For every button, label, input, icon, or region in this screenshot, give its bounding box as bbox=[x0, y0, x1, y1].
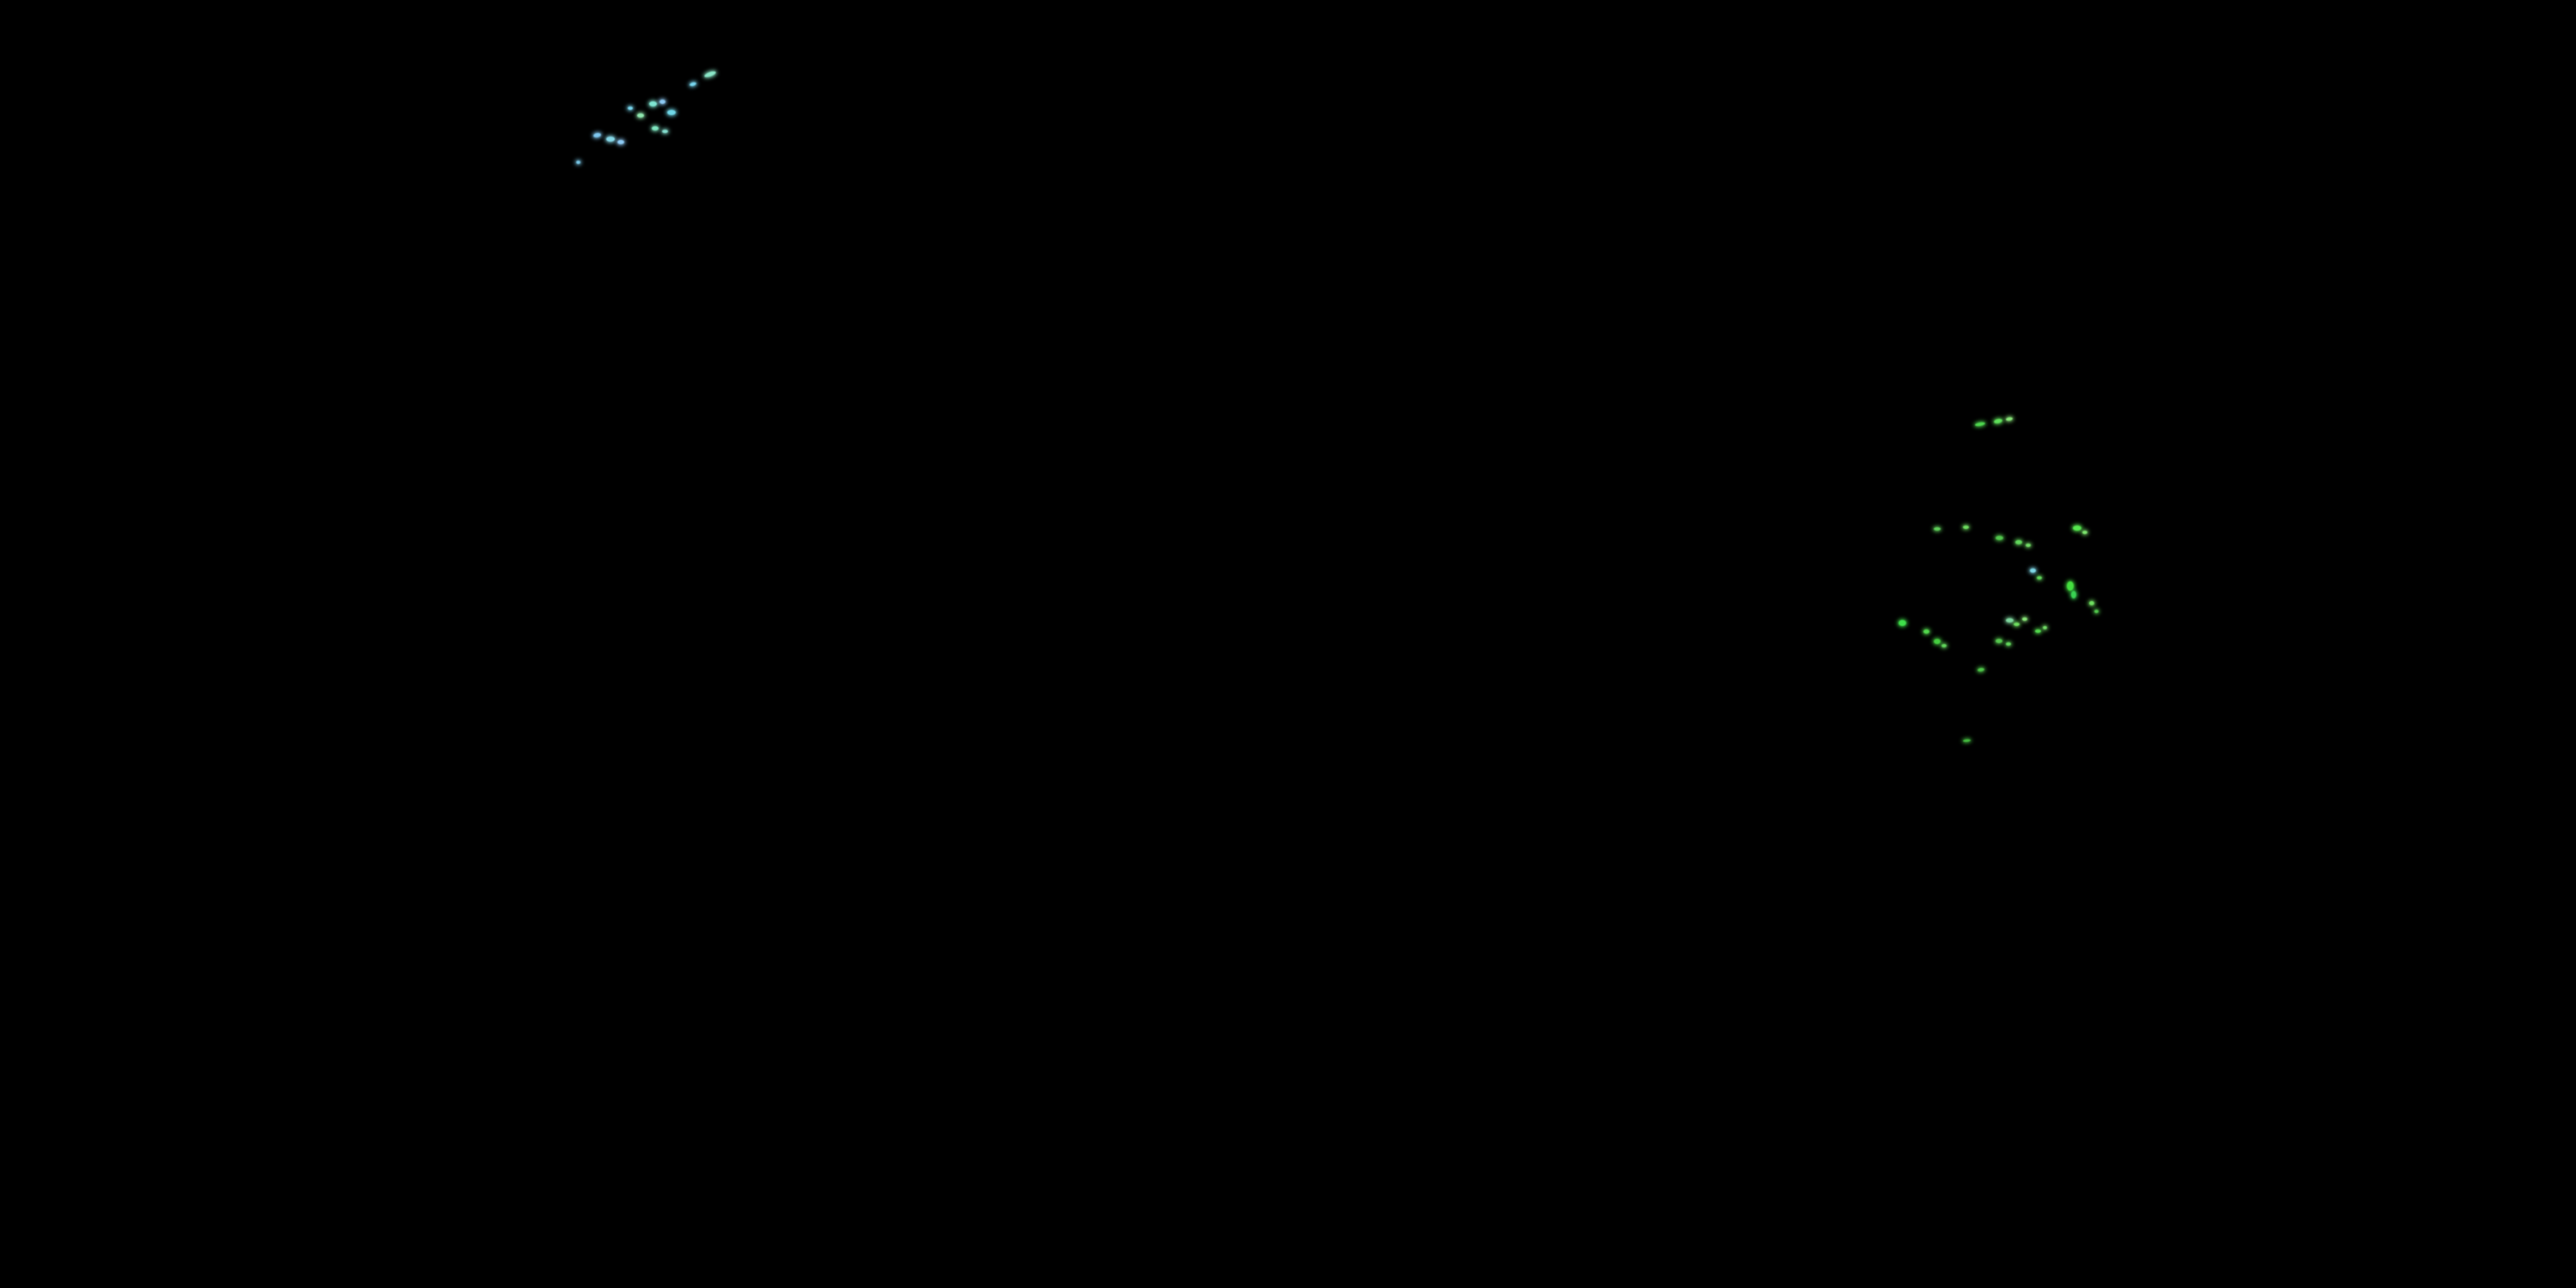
light-speck bbox=[1934, 527, 1941, 531]
light-speck bbox=[1977, 667, 1985, 672]
light-speck bbox=[2030, 568, 2036, 573]
light-speck bbox=[2005, 416, 2014, 422]
light-speck bbox=[1996, 639, 2002, 643]
light-speck bbox=[2006, 642, 2011, 646]
light-speck bbox=[2022, 617, 2027, 621]
light-speck bbox=[592, 132, 602, 138]
light-speck bbox=[703, 70, 717, 79]
light-speck bbox=[2067, 581, 2074, 591]
light-speck bbox=[662, 130, 668, 133]
light-speck bbox=[637, 113, 644, 118]
light-speck bbox=[2014, 623, 2020, 626]
light-speck bbox=[628, 106, 633, 110]
light-speck bbox=[1941, 644, 1947, 647]
light-speck bbox=[2082, 531, 2087, 534]
light-speck bbox=[1923, 629, 1929, 634]
light-speck bbox=[2035, 629, 2041, 633]
light-speck bbox=[2026, 544, 2031, 547]
light-speck bbox=[652, 126, 659, 131]
light-speck bbox=[617, 140, 624, 144]
light-speck bbox=[1962, 738, 1971, 743]
light-speck bbox=[2094, 610, 2099, 613]
light-speck bbox=[659, 100, 665, 104]
light-speck bbox=[1993, 418, 2003, 424]
light-speck bbox=[2071, 591, 2076, 598]
light-speck bbox=[2043, 626, 2047, 629]
light-speck bbox=[2089, 601, 2094, 605]
light-speck bbox=[576, 161, 580, 164]
light-speck bbox=[649, 101, 657, 106]
light-speck bbox=[689, 82, 697, 87]
light-speck bbox=[2037, 576, 2042, 580]
light-speck bbox=[1934, 639, 1941, 644]
light-speck bbox=[2006, 618, 2014, 623]
light-speck bbox=[1996, 536, 2003, 540]
light-speck bbox=[606, 137, 615, 142]
light-speck bbox=[1974, 421, 1986, 428]
light-speck bbox=[1899, 620, 1906, 626]
light-speck bbox=[2073, 526, 2081, 531]
light-speck bbox=[1963, 526, 1969, 529]
light-speck bbox=[667, 110, 676, 115]
light-speck bbox=[2015, 540, 2022, 544]
